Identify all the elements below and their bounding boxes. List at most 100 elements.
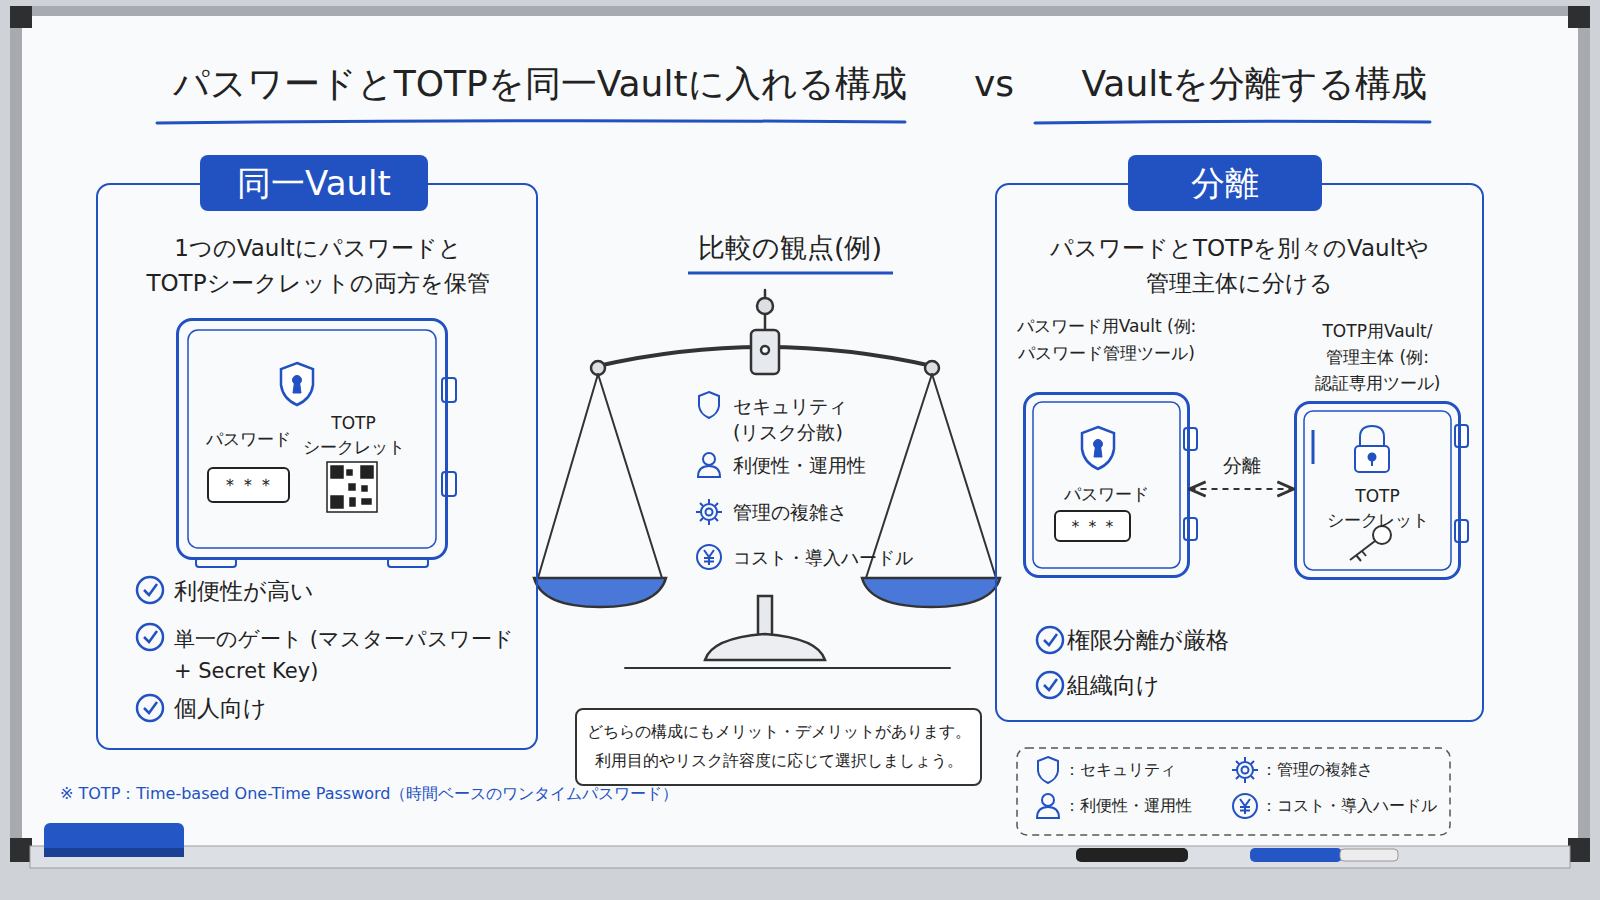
- title-underline: [157, 121, 1430, 123]
- qr-code: [362, 499, 371, 504]
- key-icon: [1350, 541, 1375, 561]
- aspect-item: コスト・導入ハードル: [733, 546, 933, 570]
- board-frame: [30, 846, 1570, 868]
- board-frame: [44, 848, 184, 857]
- totp-safe-art: [1304, 411, 1451, 570]
- vault-label: TOTP シークレット: [297, 411, 411, 459]
- qr-code: [331, 466, 343, 478]
- panel-tab: 同一Vault: [200, 155, 428, 211]
- title-underline: [157, 121, 905, 123]
- legend-box: [1017, 748, 1450, 835]
- vault-safe: TOTP用Vault/ 管理主体 (例:認証専用ツール)TOTP シークレット: [1294, 401, 1461, 580]
- check-marks: [137, 695, 163, 721]
- panel-description: パスワードとTOTPを別々のVaultや 管理主体に分ける: [1017, 231, 1462, 301]
- balance-scale: [538, 374, 996, 578]
- legend-text: ：セキュリティ: [1064, 760, 1234, 781]
- balance-scale: [534, 578, 666, 607]
- balance-scale: [925, 361, 939, 375]
- aspect-item: セキュリティ (リスク分散): [733, 393, 863, 445]
- check-item: 利便性が高い: [174, 576, 514, 607]
- aspect-item: 利便性・運用性: [733, 453, 903, 479]
- note-text: どちらの構成にもメリット・デメリットがあります。 利用目的やリスク許容度に応じて…: [583, 718, 975, 776]
- footnote: ※ TOTP：Time-based One-Time Password（時間ベー…: [60, 784, 860, 805]
- left-safe-art: [281, 363, 313, 405]
- balance-scale: [757, 298, 773, 314]
- check-marks: [137, 577, 163, 603]
- masked-password: ＊＊＊: [209, 469, 288, 501]
- board-frame: [1568, 6, 1590, 28]
- board-frame: [1250, 848, 1342, 862]
- board-frame: [1340, 849, 1398, 861]
- balance-scale: [862, 578, 1000, 607]
- vault-safe: パスワードTOTP シークレット ＊＊＊: [176, 318, 448, 560]
- right-password-safe-art: [1184, 518, 1197, 540]
- qr-code: [327, 462, 377, 512]
- totp-safe-art: [1312, 430, 1315, 464]
- board-frame: [10, 838, 32, 862]
- password-field: ＊＊＊: [207, 467, 290, 503]
- left-safe-art: [442, 472, 456, 496]
- vault-heading: TOTP用Vault/ 管理主体 (例:認証専用ツール): [1298, 318, 1458, 396]
- aspect-item: 管理の複雑さ: [733, 500, 903, 526]
- board-frame: [1568, 838, 1590, 862]
- dashed-connector: [1190, 488, 1294, 490]
- legend-text: ：コスト・導入ハードル: [1261, 796, 1446, 817]
- qr-code: [327, 462, 377, 512]
- aspect-title-underline: [688, 272, 893, 275]
- totp-safe-art: [1455, 425, 1468, 447]
- check-item: 個人向け: [174, 693, 514, 724]
- totp-safe-art: [1304, 411, 1468, 570]
- board-frame: [10, 6, 32, 28]
- right-password-safe-art: [1033, 402, 1180, 568]
- left-safe-art: [188, 330, 436, 548]
- masked-password: ＊＊＊: [1056, 512, 1129, 540]
- vault-label: パスワード: [1042, 483, 1172, 506]
- lock-icon: [1360, 426, 1384, 446]
- diagram-title: パスワードとTOTPを同一Vaultに入れる構成 vs Vaultを分離する構成: [0, 60, 1600, 109]
- right-password-safe-art: [1082, 427, 1114, 469]
- legend-text: ：利便性・運用性: [1064, 796, 1234, 817]
- right-password-safe-art: [1033, 402, 1197, 568]
- board-frame: [10, 6, 1590, 862]
- config-panel: 同一Vault1つのVaultにパスワードと TOTPシークレットの両方を保管利…: [96, 183, 538, 750]
- aspect-icons: [697, 545, 721, 569]
- lock-icon: [1371, 459, 1373, 466]
- note-box: どちらの構成にもメリット・デメリットがあります。 利用目的やリスク許容度に応じて…: [575, 708, 982, 786]
- legend-box: [1233, 794, 1257, 818]
- legend-box: [1037, 794, 1059, 818]
- key-icon: [1350, 526, 1391, 561]
- qr-code: [347, 470, 352, 475]
- aspect-icons: [696, 392, 722, 569]
- check-marks: [137, 624, 163, 650]
- check-marks: [137, 577, 1063, 721]
- aspect-icons: [696, 499, 722, 525]
- check-item: 単一のゲート (マスターパスワード + Secret Key): [174, 623, 524, 687]
- legend-box: [1232, 757, 1258, 783]
- balance-scale: [705, 634, 825, 660]
- left-safe-art: [442, 378, 456, 402]
- aspect-icons: [699, 392, 719, 418]
- panel-description: 1つのVaultにパスワードと TOTPシークレットの両方を保管: [118, 231, 518, 301]
- balance-scale: [761, 346, 769, 354]
- title-underline: [1035, 121, 1430, 123]
- qr-code: [331, 496, 343, 508]
- qr-code: [350, 498, 355, 506]
- lock-icon: [1355, 426, 1389, 472]
- qr-code: [361, 466, 373, 478]
- board-frame: [44, 823, 184, 857]
- balance-scale: [751, 330, 779, 374]
- check-marks: [1037, 672, 1063, 698]
- legend-box: [1017, 748, 1450, 835]
- aspect-icons: [698, 453, 720, 477]
- edge-label: 分離: [1197, 453, 1287, 479]
- board-frame: [1076, 848, 1188, 862]
- totp-safe-art: [1455, 520, 1468, 542]
- vault-safe: パスワード用Vault (例:パスワード管理ツール)パスワード＊＊＊: [1023, 392, 1190, 578]
- balance-scale: [591, 361, 605, 375]
- board-frame: [22, 16, 1578, 848]
- vault-heading: パスワード用Vault (例:パスワード管理ツール): [990, 313, 1224, 367]
- vault-label: パスワード: [197, 428, 301, 451]
